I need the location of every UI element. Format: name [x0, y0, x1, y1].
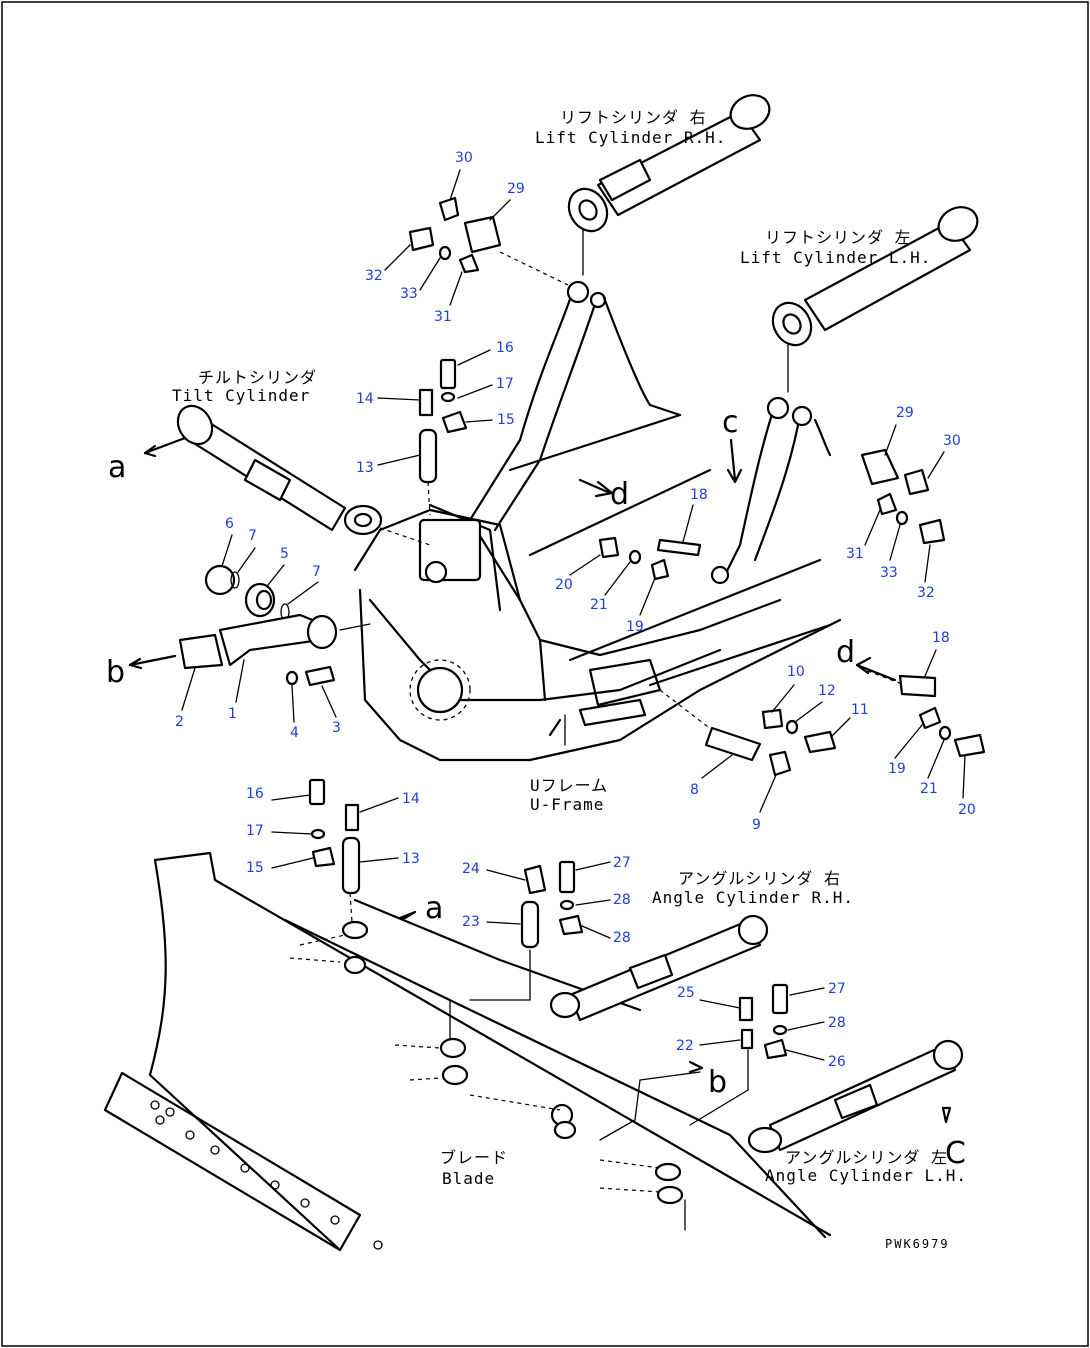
- callout: 18: [690, 487, 708, 503]
- label-blade-en: Blade: [442, 1169, 495, 1188]
- callout: 17: [496, 376, 514, 392]
- callout: 4: [290, 725, 299, 741]
- callout: 17: [246, 823, 264, 839]
- callout: 14: [356, 391, 374, 407]
- callout: 9: [752, 817, 761, 833]
- arrow-d: [578, 478, 614, 498]
- ref-b: b: [106, 655, 125, 690]
- lift-cylinder-rh: [567, 94, 771, 276]
- blade: [103, 851, 832, 1252]
- callout: 20: [958, 802, 976, 818]
- ref-a2: a: [425, 891, 443, 926]
- ref-a: a: [108, 450, 126, 485]
- label-lift-lh-jp: リフトシリンダ 左: [765, 228, 912, 247]
- arrow-c: [726, 438, 743, 484]
- callout: 19: [888, 761, 906, 777]
- callout: 33: [880, 565, 898, 581]
- callout: 7: [312, 564, 321, 580]
- label-angle-rh-en: Angle Cylinder R.H.: [652, 888, 854, 907]
- callout: 29: [896, 405, 914, 421]
- callout: 19: [626, 619, 644, 635]
- callout: 1: [228, 706, 237, 722]
- callout: 5: [280, 546, 289, 562]
- callout: 28: [828, 1015, 846, 1031]
- blade-pin-parts: [308, 778, 789, 1060]
- ref-d2: d: [836, 635, 855, 670]
- callout: 15: [497, 412, 515, 428]
- tilt-pin-parts: [418, 358, 468, 516]
- callout: 21: [920, 781, 938, 797]
- callout: 13: [356, 460, 374, 476]
- callout: 22: [676, 1038, 694, 1054]
- label-lift-rh-en: Lift Cylinder R.H.: [535, 128, 726, 147]
- callout: 31: [846, 546, 864, 562]
- callout: 33: [400, 286, 418, 302]
- ref-b2: b: [708, 1065, 727, 1100]
- callout: 30: [455, 150, 473, 166]
- callout: 32: [917, 585, 935, 601]
- leader-lines: [181, 169, 966, 1061]
- callout: 25: [677, 985, 695, 1001]
- angle-cylinder-rh: [549, 914, 769, 1022]
- arrow-d2: [855, 656, 897, 682]
- callout: 16: [496, 340, 514, 356]
- callout: 15: [246, 860, 264, 876]
- callout: 21: [590, 597, 608, 613]
- callout: 10: [787, 664, 805, 680]
- lift-cylinder-lh: [771, 206, 979, 393]
- label-tilt-en: Tilt Cylinder: [172, 386, 310, 405]
- u-frame: [353, 280, 842, 762]
- label-uframe-en: U-Frame: [530, 795, 604, 814]
- callout: 7: [248, 528, 257, 544]
- arrow-c2: [941, 1106, 952, 1124]
- callout: 29: [507, 181, 525, 197]
- callout: 26: [828, 1054, 846, 1070]
- callout: 13: [402, 851, 420, 867]
- label-uframe-jp: Uフレーム: [530, 776, 608, 795]
- u-frame-pin-parts: [598, 536, 986, 777]
- callout: 27: [828, 981, 846, 997]
- drawing-id: PWK6979: [885, 1237, 950, 1251]
- lift-pin-parts-rh: [408, 196, 569, 286]
- ref-c: c: [722, 405, 739, 440]
- label-angle-lh-jp: アングルシリンダ 左: [785, 1148, 948, 1167]
- callout: 6: [225, 516, 234, 532]
- callout: 28: [613, 930, 631, 946]
- callout: 11: [851, 702, 869, 718]
- callout: 2: [175, 714, 184, 730]
- callout: 32: [365, 268, 383, 284]
- callout: 24: [462, 861, 480, 877]
- tilt-cylinder: [143, 404, 431, 546]
- label-angle-rh-jp: アングルシリンダ 右: [678, 869, 841, 888]
- callout: 3: [332, 720, 341, 736]
- label-angle-lh-en: Angle Cylinder L.H.: [765, 1166, 967, 1185]
- label-lift-rh-jp: リフトシリンダ 右: [560, 108, 707, 127]
- ref-c2: C: [945, 1136, 966, 1171]
- tilt-parts: [128, 564, 371, 687]
- callout: 27: [613, 855, 631, 871]
- callout: 30: [943, 433, 961, 449]
- label-lift-lh-en: Lift Cylinder L.H.: [740, 248, 931, 267]
- ref-d: d: [610, 477, 629, 512]
- callout: 12: [818, 683, 836, 699]
- callout: 20: [555, 577, 573, 593]
- callout: 18: [932, 630, 950, 646]
- lift-pin-parts-lh: [860, 448, 946, 545]
- callout: 8: [690, 782, 699, 798]
- callout: 31: [434, 309, 452, 325]
- callout: 23: [462, 914, 480, 930]
- callout: 14: [402, 791, 420, 807]
- angle-cylinder-lh: [747, 1039, 964, 1154]
- label-tilt-jp: チルトシリンダ: [198, 368, 317, 387]
- callout: 16: [246, 786, 264, 802]
- callout: 28: [613, 892, 631, 908]
- label-blade-jp: ブレード: [440, 1148, 508, 1167]
